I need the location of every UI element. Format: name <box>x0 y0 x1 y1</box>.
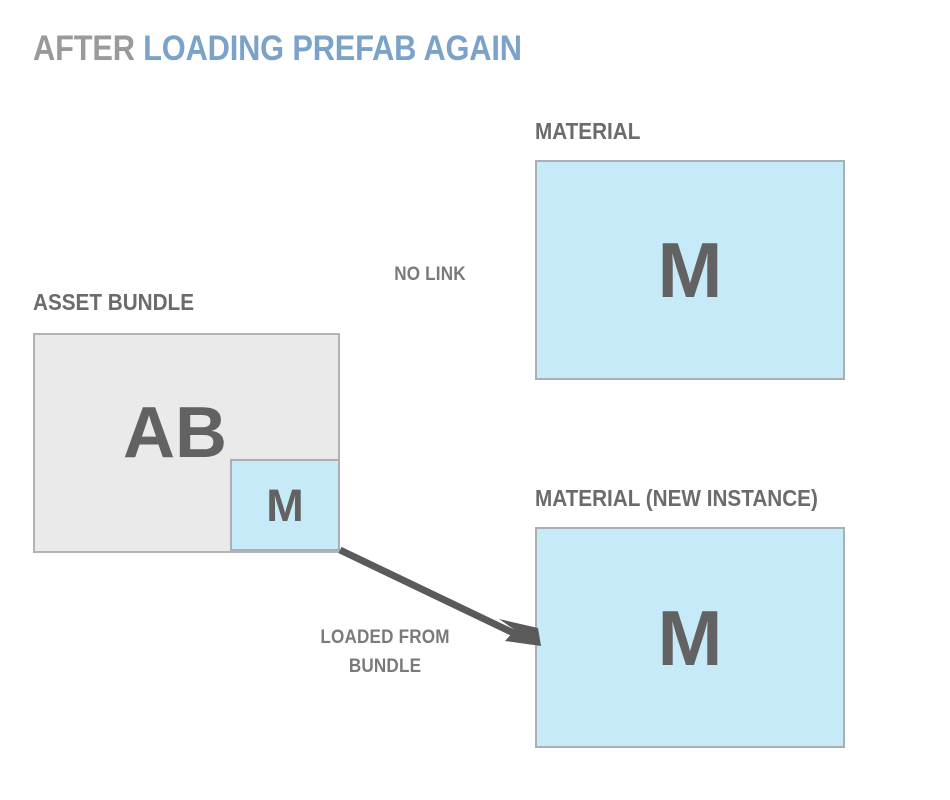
material-glyph: M <box>657 226 723 314</box>
page-title-prefix: AFTER <box>33 29 135 68</box>
loaded-from-bundle-line2: BUNDLE <box>348 656 422 678</box>
material-new-instance-glyph: M <box>657 593 723 682</box>
page-title: AFTER LOADING PREFAB AGAIN <box>33 29 522 69</box>
asset-bundle-caption: ASSET BUNDLE <box>33 289 195 315</box>
loaded-from-bundle-annotation: LOADED FROM BUNDLE <box>313 623 457 682</box>
bundled-material-box: M <box>230 459 340 551</box>
loaded-from-bundle-line1: LOADED FROM <box>320 627 450 648</box>
asset-bundle-glyph: AB <box>123 393 227 473</box>
page-title-highlight: LOADING PREFAB AGAIN <box>143 29 522 68</box>
asset-bundle-box: AB <box>33 333 340 553</box>
material-box: M <box>535 160 845 380</box>
bundled-material-glyph: M <box>266 479 304 531</box>
material-new-instance-box: M <box>535 527 845 748</box>
no-link-annotation: NO LINK <box>394 264 466 285</box>
material-caption: MATERIAL <box>535 118 641 144</box>
material-new-instance-caption: MATERIAL (NEW INSTANCE) <box>535 485 818 511</box>
